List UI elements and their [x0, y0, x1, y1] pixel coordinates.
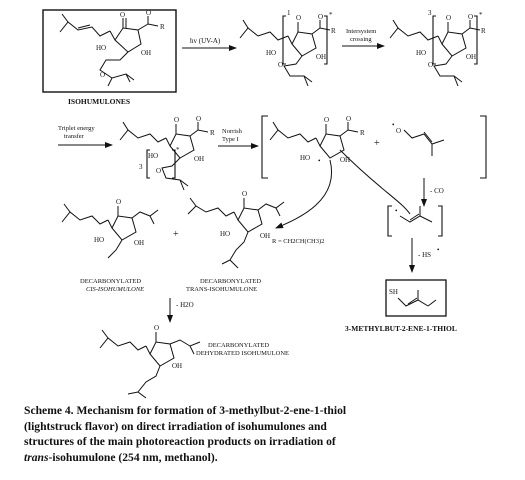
superscript-singlet: 1	[287, 9, 291, 17]
atom-o: O	[100, 71, 105, 79]
reaction-scheme: O O R HO OH O ISOHUMULONES hv (UV-A) 1 *…	[42, 9, 487, 399]
label-minus-co: - CO	[430, 187, 444, 195]
molecule-isohumulone: O O R HO OH O	[59, 9, 165, 87]
label-isc-1: Intersystem	[346, 28, 376, 35]
atom-ho: HO	[148, 152, 158, 160]
atom-ho: HO	[94, 236, 104, 244]
label-isc-2: crossing	[350, 36, 372, 43]
molecule-triplet-sidechain: O O R HO OH O 3 *	[119, 115, 215, 191]
molecule-decarb-dehydrated: O OH	[99, 324, 201, 399]
label-isohumulones: ISOHUMULONES	[68, 97, 130, 106]
label-r-def: R = CH2CH(CH3)2	[272, 238, 324, 245]
atom-o: O	[196, 115, 201, 123]
curved-arrow	[275, 159, 333, 229]
molecule-prenyl-radical: •	[387, 205, 443, 237]
atom-r: R	[160, 23, 165, 31]
molecule-singlet-excited: 1 * O O R HO OH O	[239, 9, 336, 87]
atom-r: R	[210, 129, 215, 137]
molecule-ring-radical: O O R HO OH •	[269, 115, 365, 165]
caption-line: trans-isohumulone (254 nm, methanol).	[24, 450, 519, 466]
superscript-triplet: 3	[428, 9, 432, 17]
atom-ho: HO	[96, 44, 106, 52]
atom-oh: OH	[141, 49, 151, 57]
atom-o: O	[278, 61, 283, 69]
label-norrish-2: Type I	[222, 136, 239, 143]
caption-line: Scheme 4. Mechanism for formation of 3-m…	[24, 404, 347, 417]
atom-o: O	[468, 13, 473, 21]
atom-ho: HO	[220, 230, 230, 238]
atom-o: O	[174, 116, 179, 124]
atom-oh: OH	[340, 156, 350, 164]
atom-ho: HO	[416, 49, 426, 57]
atom-o: O	[428, 61, 433, 69]
superscript-star: *	[329, 11, 333, 19]
radical-dot: •	[395, 207, 398, 215]
isohumulones-box	[42, 9, 177, 93]
label-hv: hv (UV-A)	[190, 37, 221, 45]
atom-o: O	[154, 324, 159, 332]
superscript-star: *	[479, 11, 483, 19]
caption-italic: trans	[24, 450, 49, 464]
atom-o: O	[396, 127, 401, 135]
label-triplet-2: transfer	[64, 133, 85, 140]
superscript-star: *	[176, 146, 180, 154]
superscript-triplet: 3	[139, 163, 143, 171]
bracket-left	[261, 115, 268, 179]
atom-o: O	[318, 13, 323, 21]
atom-o: O	[242, 190, 247, 198]
label-decarb-dehyd-2: DEHYDRATED ISOHUMULONE	[196, 350, 289, 357]
label-decarb-trans-2: TRANS-ISOHUMULONE	[186, 286, 257, 293]
label-minus-hs: - HS	[418, 251, 431, 259]
atom-ho: HO	[266, 49, 276, 57]
atom-oh: OH	[260, 232, 270, 240]
molecule-acyl-radical: O •	[392, 121, 445, 156]
atom-sh: SH	[389, 288, 398, 296]
atom-o: O	[346, 115, 351, 123]
caption-rest: -isohumulone (254 nm, methanol).	[48, 450, 218, 464]
atom-o: O	[120, 11, 125, 19]
radical-dot: •	[437, 246, 440, 254]
label-decarb-trans-1: DECARBONYLATED	[200, 278, 261, 285]
curved-arrow-2	[339, 149, 411, 215]
label-decarb-cis-2: CIS-ISOHUMULONE	[86, 286, 144, 293]
atom-o: O	[146, 9, 151, 17]
atom-o: O	[116, 198, 121, 206]
label-plus: +	[173, 229, 179, 240]
label-minus-h2o: - H2O	[176, 301, 194, 309]
radical-dot: •	[392, 121, 395, 129]
molecule-triplet-excited: 3 * O O R HO OH O	[389, 9, 486, 87]
caption-line: structures of the main photoreaction pro…	[24, 435, 336, 449]
atom-o: O	[446, 14, 451, 22]
atom-r: R	[481, 27, 486, 35]
atom-o: O	[156, 167, 161, 175]
bracket-right	[480, 115, 487, 179]
label-decarb-cis-1: DECARBONYLATED	[80, 278, 141, 285]
atom-o: O	[324, 116, 329, 124]
atom-r: R	[331, 27, 336, 35]
label-norrish-1: Norrish	[222, 128, 243, 135]
molecule-thiol: SH	[389, 288, 437, 307]
thiol-box	[385, 279, 447, 317]
figure-caption: Scheme 4. Mechanism for formation of 3-m…	[24, 403, 519, 465]
atom-oh: OH	[134, 239, 144, 247]
atom-oh: OH	[466, 53, 476, 61]
atom-ho: HO	[300, 154, 310, 162]
caption-line: (lightstruck flavor) on direct irradiati…	[24, 419, 327, 433]
molecule-decarb-trans: O HO OH	[187, 190, 285, 269]
molecule-decarb-cis: O HO OH	[61, 198, 159, 259]
atom-oh: OH	[194, 155, 204, 163]
atom-oh: OH	[316, 53, 326, 61]
label-decarb-dehyd-1: DECARBONYLATED	[208, 342, 269, 349]
atom-r: R	[360, 129, 365, 137]
label-thiol: 3-METHYLBUT-2-ENE-1-THIOL	[345, 324, 457, 333]
atom-oh: OH	[172, 362, 182, 370]
radical-dot: •	[318, 157, 321, 165]
label-triplet-1: Triplet energy	[58, 125, 95, 132]
atom-o: O	[296, 14, 301, 22]
label-plus: +	[374, 138, 380, 149]
